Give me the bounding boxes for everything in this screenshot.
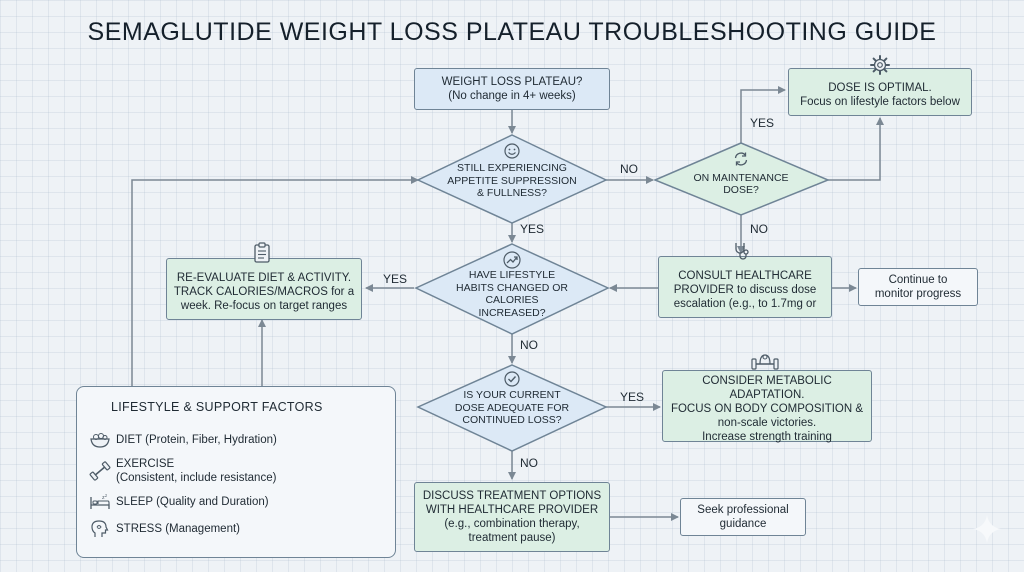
sparkle-icon xyxy=(973,515,1001,543)
factor-stress: STRESS (Management) xyxy=(89,519,240,539)
lifestyle-question: HAVE LIFESTYLE HABITS CHANGED OR CALORIE… xyxy=(455,269,568,319)
label-dose-no: NO xyxy=(520,456,538,470)
gear-icon xyxy=(870,55,890,75)
metabolic-adaptation-box: CONSIDER METABOLIC ADAPTATION. FOCUS ON … xyxy=(662,370,872,443)
dose-optimal-box: DOSE IS OPTIMAL. Focus on lifestyle fact… xyxy=(788,68,972,116)
refresh-icon xyxy=(734,152,748,166)
diamond-maintenance xyxy=(653,142,830,216)
label-appetite-yes: YES xyxy=(520,222,545,236)
svg-text:z: z xyxy=(105,493,107,498)
label-lifestyle-yes: YES xyxy=(383,272,408,286)
check-circle-icon xyxy=(504,371,520,387)
factor-diet: DIET (Protein, Fiber, Hydration) xyxy=(89,431,277,449)
factor-exercise: EXERCISE (Consistent, include resistance… xyxy=(89,457,276,485)
edge-maintenance-yes xyxy=(740,86,786,145)
discuss-treatment-box: DISCUSS TREATMENT OPTIONS WITH HEALTHCAR… xyxy=(414,482,610,552)
lifestyle-support-panel: LIFESTYLE & SUPPORT FACTORS DIET (Protei… xyxy=(76,386,396,558)
diamond-dose xyxy=(416,364,608,452)
page-title: SEMAGLUTIDE WEIGHT LOSS PLATEAU TROUBLES… xyxy=(87,18,937,46)
edge-maintenance-to-optimal xyxy=(828,117,884,181)
dumbbell-icon xyxy=(89,461,111,481)
label-maintenance-no: NO xyxy=(750,222,768,236)
seek-guidance-box: Seek professional guidance xyxy=(680,498,806,536)
strength-icon xyxy=(751,354,779,370)
edge-panel-to-appetite xyxy=(131,176,419,386)
diamond-appetite xyxy=(416,134,608,224)
bed-icon: z z xyxy=(90,493,110,509)
consult-provider-box: CONSULT HEALTHCARE PROVIDER to discuss d… xyxy=(658,256,832,318)
dose-question: IS YOUR CURRENT DOSE ADEQUATE FOR CONTIN… xyxy=(454,389,570,427)
factor-sleep: z z SLEEP (Quality and Duration) xyxy=(89,493,269,511)
head-icon xyxy=(91,520,109,537)
monitor-progress-box: Continue to monitor progress xyxy=(858,268,978,306)
panel-title: LIFESTYLE & SUPPORT FACTORS xyxy=(111,400,323,414)
plateau-box: WEIGHT LOSS PLATEAU? (No change in 4+ we… xyxy=(414,68,610,110)
label-dose-yes: YES xyxy=(620,390,645,404)
label-appetite-no: NO xyxy=(620,162,638,176)
smiley-icon xyxy=(504,143,520,159)
appetite-question: STILL EXPERIENCING APPETITE SUPPRESSION … xyxy=(447,162,577,200)
trend-chart-icon xyxy=(503,251,521,269)
label-lifestyle-no: NO xyxy=(520,338,538,352)
salad-bowl-icon xyxy=(90,433,110,448)
svg-text:z: z xyxy=(102,495,105,501)
clipboard-icon xyxy=(254,242,270,263)
label-maintenance-yes: YES xyxy=(750,116,775,130)
reevaluate-box: RE-EVALUATE DIET & ACTIVITY. TRACK CALOR… xyxy=(166,258,362,320)
stethoscope-icon xyxy=(735,243,749,260)
diamond-lifestyle xyxy=(414,243,610,335)
maintenance-question: ON MAINTENANCE DOSE? xyxy=(693,171,789,197)
